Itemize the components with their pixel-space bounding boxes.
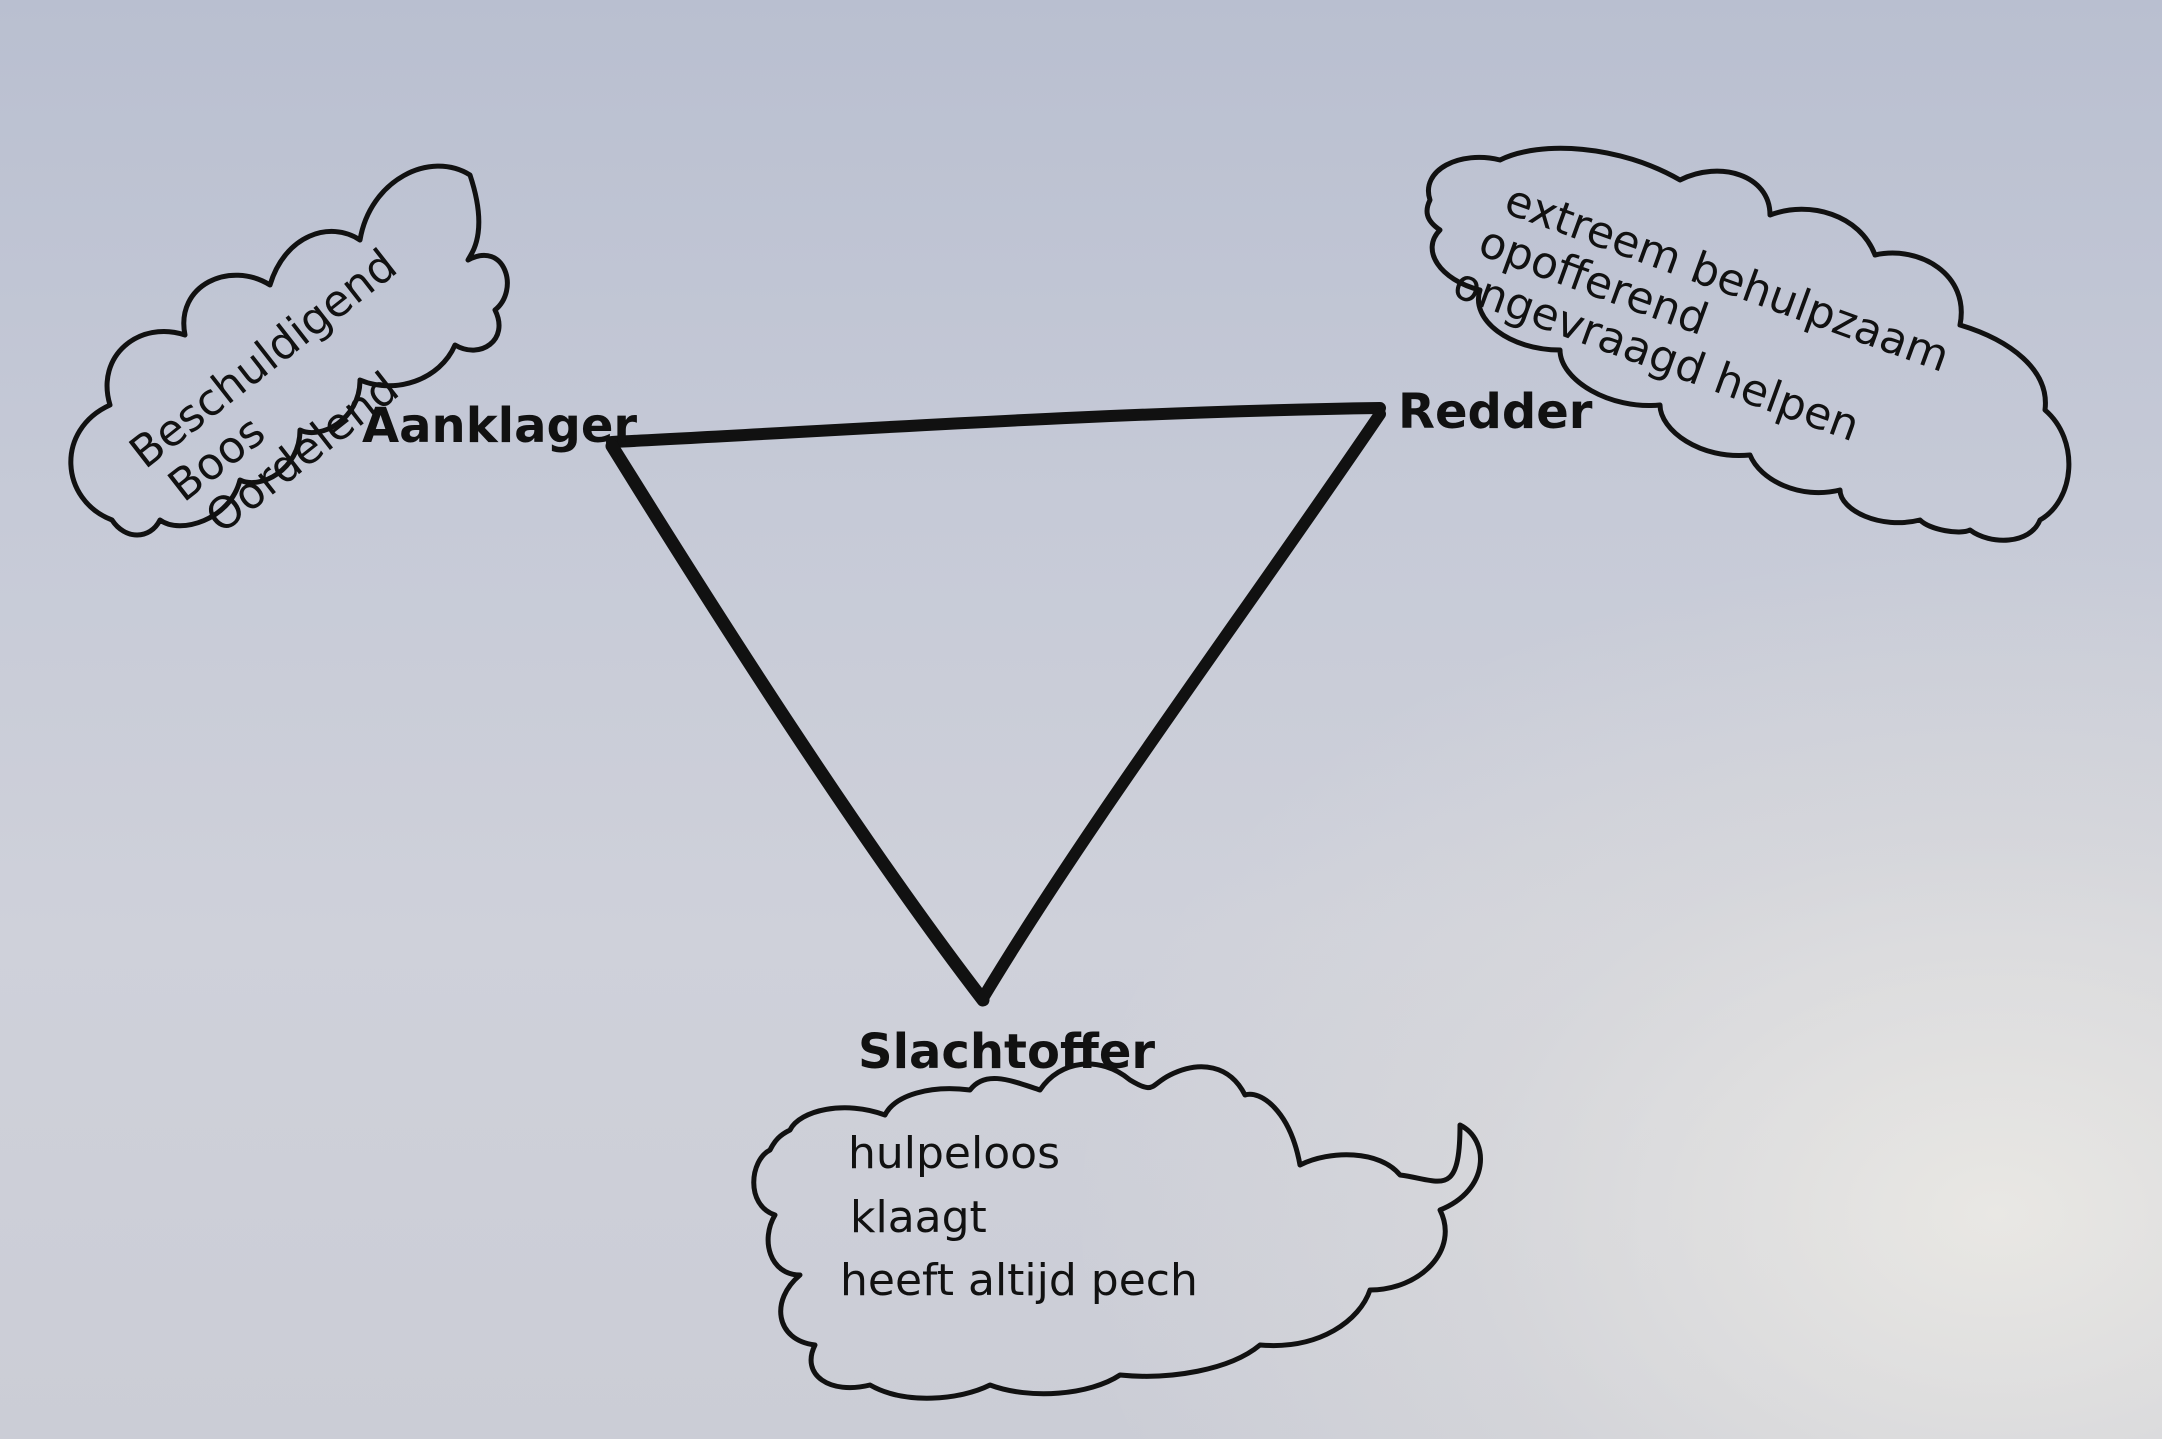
triangle-edge-left <box>605 439 990 1007</box>
cloud-redder <box>1424 145 2072 543</box>
cloud-aanklager <box>68 163 510 538</box>
triangle-edge-top <box>606 402 1386 448</box>
cloud-slachtoffer <box>751 1061 1483 1401</box>
label-aanklager: Aanklager <box>362 398 637 454</box>
triangle-edge-right <box>977 408 1386 1004</box>
trait-slachtoffer-3: heeft altijd pech <box>840 1255 1198 1306</box>
label-slachtoffer: Slachtoffer <box>858 1024 1155 1080</box>
trait-slachtoffer-1: hulpeloos <box>848 1128 1060 1179</box>
trait-slachtoffer-2: klaagt <box>850 1192 987 1243</box>
label-redder: Redder <box>1398 384 1593 440</box>
